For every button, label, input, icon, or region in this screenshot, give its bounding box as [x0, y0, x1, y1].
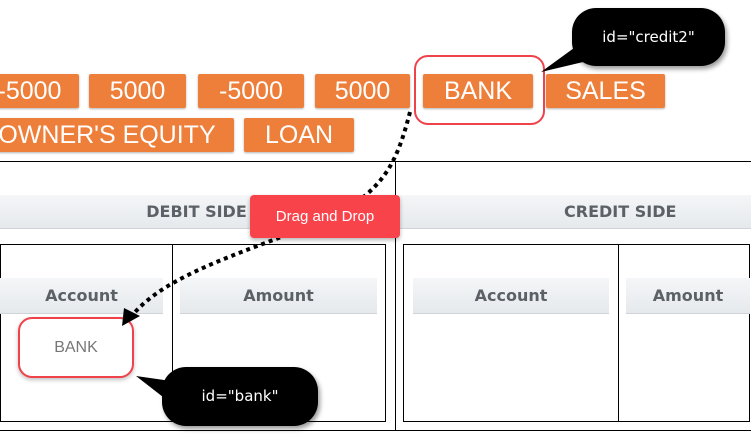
- drag-and-drop-label: Drag and Drop: [250, 195, 400, 238]
- bank-callout: id="bank": [162, 367, 318, 426]
- side-divider: [395, 161, 396, 431]
- credit-amount-header: Amount: [626, 278, 750, 314]
- credit2-callout: id="credit2": [572, 8, 725, 66]
- debit-account-header: Account: [0, 278, 163, 314]
- credit-side-header: CREDIT SIDE: [398, 195, 751, 229]
- chip-5000-2[interactable]: 5000: [315, 74, 410, 108]
- credit-table: [403, 244, 750, 422]
- bank-highlight: [414, 55, 545, 125]
- bottom-divider: [0, 430, 751, 431]
- credit-col-divider: [618, 244, 619, 421]
- dropped-bank-item[interactable]: BANK: [18, 317, 134, 378]
- debit-amount-header: Amount: [180, 278, 377, 314]
- top-divider: [0, 161, 751, 162]
- chip-neg5000-1[interactable]: -5000: [0, 74, 79, 108]
- chip-loan[interactable]: LOAN: [244, 118, 354, 152]
- chip-neg5000-2[interactable]: -5000: [198, 74, 304, 108]
- chip-5000-1[interactable]: 5000: [89, 74, 186, 108]
- chip-owners-equity[interactable]: OWNER'S EQUITY: [0, 118, 234, 152]
- chip-bank[interactable]: BANK: [423, 74, 533, 108]
- debit-col-divider: [172, 244, 173, 421]
- credit-account-header: Account: [413, 278, 609, 314]
- chip-sales[interactable]: SALES: [546, 74, 665, 108]
